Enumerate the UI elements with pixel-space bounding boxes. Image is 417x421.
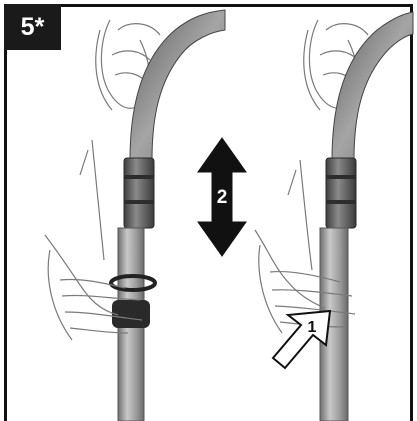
double-headed-arrow-icon: 2 — [198, 138, 246, 256]
press-arrow-label: 1 — [308, 319, 317, 336]
left-assembly — [45, 10, 225, 421]
coupling-collar-right — [326, 158, 356, 228]
hose-right — [332, 12, 413, 160]
hose-left — [130, 10, 225, 160]
motion-arrow-label: 2 — [217, 187, 228, 208]
coupling-collar-left — [124, 158, 154, 228]
step-badge: 5* — [4, 4, 61, 50]
